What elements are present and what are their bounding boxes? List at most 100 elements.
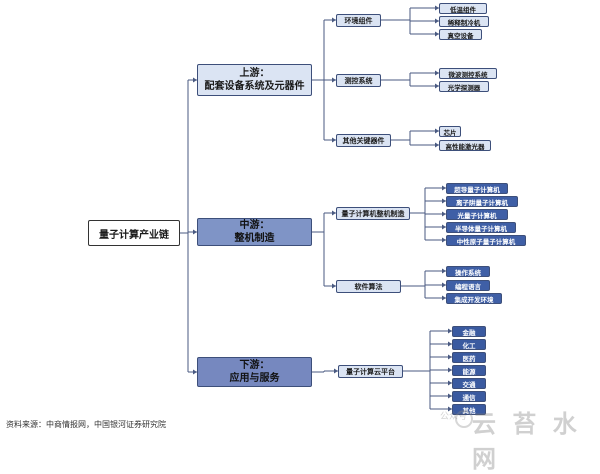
- group-label: 测控系统: [344, 76, 373, 85]
- arrowhead-icon: [448, 354, 452, 360]
- leaf-item: 光学探测器: [439, 81, 489, 92]
- arrowhead-icon: [448, 328, 452, 334]
- leaf-label: 金融: [462, 328, 476, 337]
- arrowhead-icon: [448, 380, 452, 386]
- arrowhead-icon: [442, 198, 446, 204]
- leaf-item: 中性原子量子计算机: [446, 235, 526, 246]
- leaf-label: 交通: [462, 380, 476, 389]
- leaf-label: 集成开发环境: [454, 295, 494, 304]
- group-measurement: 测控系统: [336, 74, 381, 87]
- leaf-label: 半导体量子计算机: [455, 224, 507, 233]
- upstream-node: 上游： 配套设备系统及元器件: [197, 64, 312, 96]
- midstream-node: 中游： 整机制造: [197, 218, 312, 246]
- arrowhead-icon: [442, 295, 446, 301]
- leaf-label: 其他: [462, 406, 476, 415]
- arrowhead-icon: [435, 18, 439, 24]
- connector-lines: [180, 5, 452, 412]
- source-footnote: 资料来源：中商情报网，中国银河证券研究院: [6, 420, 166, 429]
- leaf-label: 真空设备: [447, 31, 474, 40]
- arrowhead-icon: [442, 268, 446, 274]
- arrowhead-icon: [332, 210, 336, 216]
- leaf-item: 微波测控系统: [439, 68, 497, 79]
- leaf-label: 稀释制冷机: [447, 18, 481, 27]
- downstream-title: 下游：: [239, 360, 270, 371]
- leaf-label: 离子阱量子计算机: [456, 198, 508, 207]
- arrowhead-icon: [435, 5, 439, 11]
- leaf-label: 超导量子计算机: [454, 185, 500, 194]
- group-environment: 环境组件: [336, 14, 381, 27]
- leaf-item: 低温组件: [439, 3, 487, 14]
- arrowhead-icon: [435, 70, 439, 76]
- arrowhead-icon: [448, 341, 452, 347]
- arrowhead-icon: [442, 224, 446, 230]
- leaf-item: 交通: [452, 378, 486, 389]
- leaf-label: 能源: [462, 367, 476, 376]
- midstream-title: 中游：: [239, 220, 270, 231]
- group-label: 软件算法: [354, 282, 383, 291]
- leaf-label: 医药: [462, 354, 476, 363]
- leaf-item: 超导量子计算机: [446, 183, 508, 194]
- arrowhead-icon: [435, 128, 439, 134]
- leaf-item: 离子阱量子计算机: [446, 196, 518, 207]
- leaf-label: 芯片: [443, 128, 457, 137]
- arrowhead-icon: [442, 237, 446, 243]
- group-software: 软件算法: [336, 280, 401, 293]
- group-key-devices: 其他关键器件: [336, 134, 391, 147]
- leaf-item: 操作系统: [446, 266, 490, 277]
- group-cloud-platform: 量子计算云平台: [338, 365, 403, 378]
- watermark-small: 公众号: [440, 412, 468, 422]
- group-label: 量子计算机整机制造: [341, 209, 405, 218]
- arrowhead-icon: [334, 368, 338, 374]
- arrowhead-icon: [435, 31, 439, 37]
- arrowhead-icon: [332, 137, 336, 143]
- leaf-item: 半导体量子计算机: [446, 222, 516, 233]
- arrowhead-icon: [193, 77, 197, 83]
- root-node: 量子计算产业链: [88, 220, 180, 246]
- leaf-label: 低温组件: [450, 5, 476, 14]
- arrowhead-icon: [193, 229, 197, 235]
- leaf-item: 真空设备: [439, 29, 482, 40]
- downstream-subtitle: 应用与服务: [229, 373, 280, 384]
- leaf-item: 金融: [452, 326, 486, 337]
- arrowhead-icon: [435, 142, 439, 148]
- arrowhead-icon: [448, 393, 452, 399]
- upstream-subtitle: 配套设备系统及元器件: [204, 81, 305, 92]
- leaf-label: 光学探测器: [447, 83, 481, 92]
- leaf-label: 化工: [462, 341, 476, 350]
- leaf-label: 微波测控系统: [448, 70, 488, 79]
- leaf-label: 光量子计算机: [457, 211, 497, 220]
- arrowhead-icon: [442, 211, 446, 217]
- watermark-logo-icon: [455, 410, 473, 428]
- leaf-item: 集成开发环境: [446, 293, 502, 304]
- arrowhead-icon: [332, 77, 336, 83]
- root-label: 量子计算产业链: [99, 229, 169, 241]
- arrowhead-icon: [332, 17, 336, 23]
- leaf-label: 高性能激光器: [445, 142, 485, 151]
- leaf-item: 能源: [452, 365, 486, 376]
- downstream-node: 下游： 应用与服务: [197, 357, 312, 387]
- group-label: 环境组件: [344, 16, 373, 25]
- group-label: 其他关键器件: [342, 136, 385, 145]
- leaf-item: 光量子计算机: [446, 209, 508, 220]
- watermark: 云 苔 水 网: [472, 410, 581, 473]
- leaf-item: 化工: [452, 339, 486, 350]
- leaf-item: 通信: [452, 391, 486, 402]
- arrowhead-icon: [442, 282, 446, 288]
- arrowhead-icon: [442, 185, 446, 191]
- leaf-item: 芯片: [439, 126, 461, 137]
- arrowhead-icon: [332, 283, 336, 289]
- midstream-subtitle: 整机制造: [234, 233, 275, 244]
- leaf-label: 中性原子量子计算机: [456, 237, 516, 246]
- leaf-item: 高性能激光器: [439, 140, 491, 151]
- arrowhead-icon: [448, 367, 452, 373]
- leaf-label: 操作系统: [455, 268, 481, 277]
- leaf-item: 编程语言: [446, 280, 490, 291]
- leaf-item: 稀释制冷机: [439, 16, 489, 27]
- upstream-title: 上游：: [239, 68, 270, 79]
- group-machine-manufacturing: 量子计算机整机制造: [336, 207, 410, 220]
- leaf-item: 医药: [452, 352, 486, 363]
- leaf-label: 通信: [462, 393, 476, 402]
- arrowhead-icon: [448, 406, 452, 412]
- arrowhead-icon: [193, 369, 197, 375]
- group-label: 量子计算云平台: [346, 367, 395, 376]
